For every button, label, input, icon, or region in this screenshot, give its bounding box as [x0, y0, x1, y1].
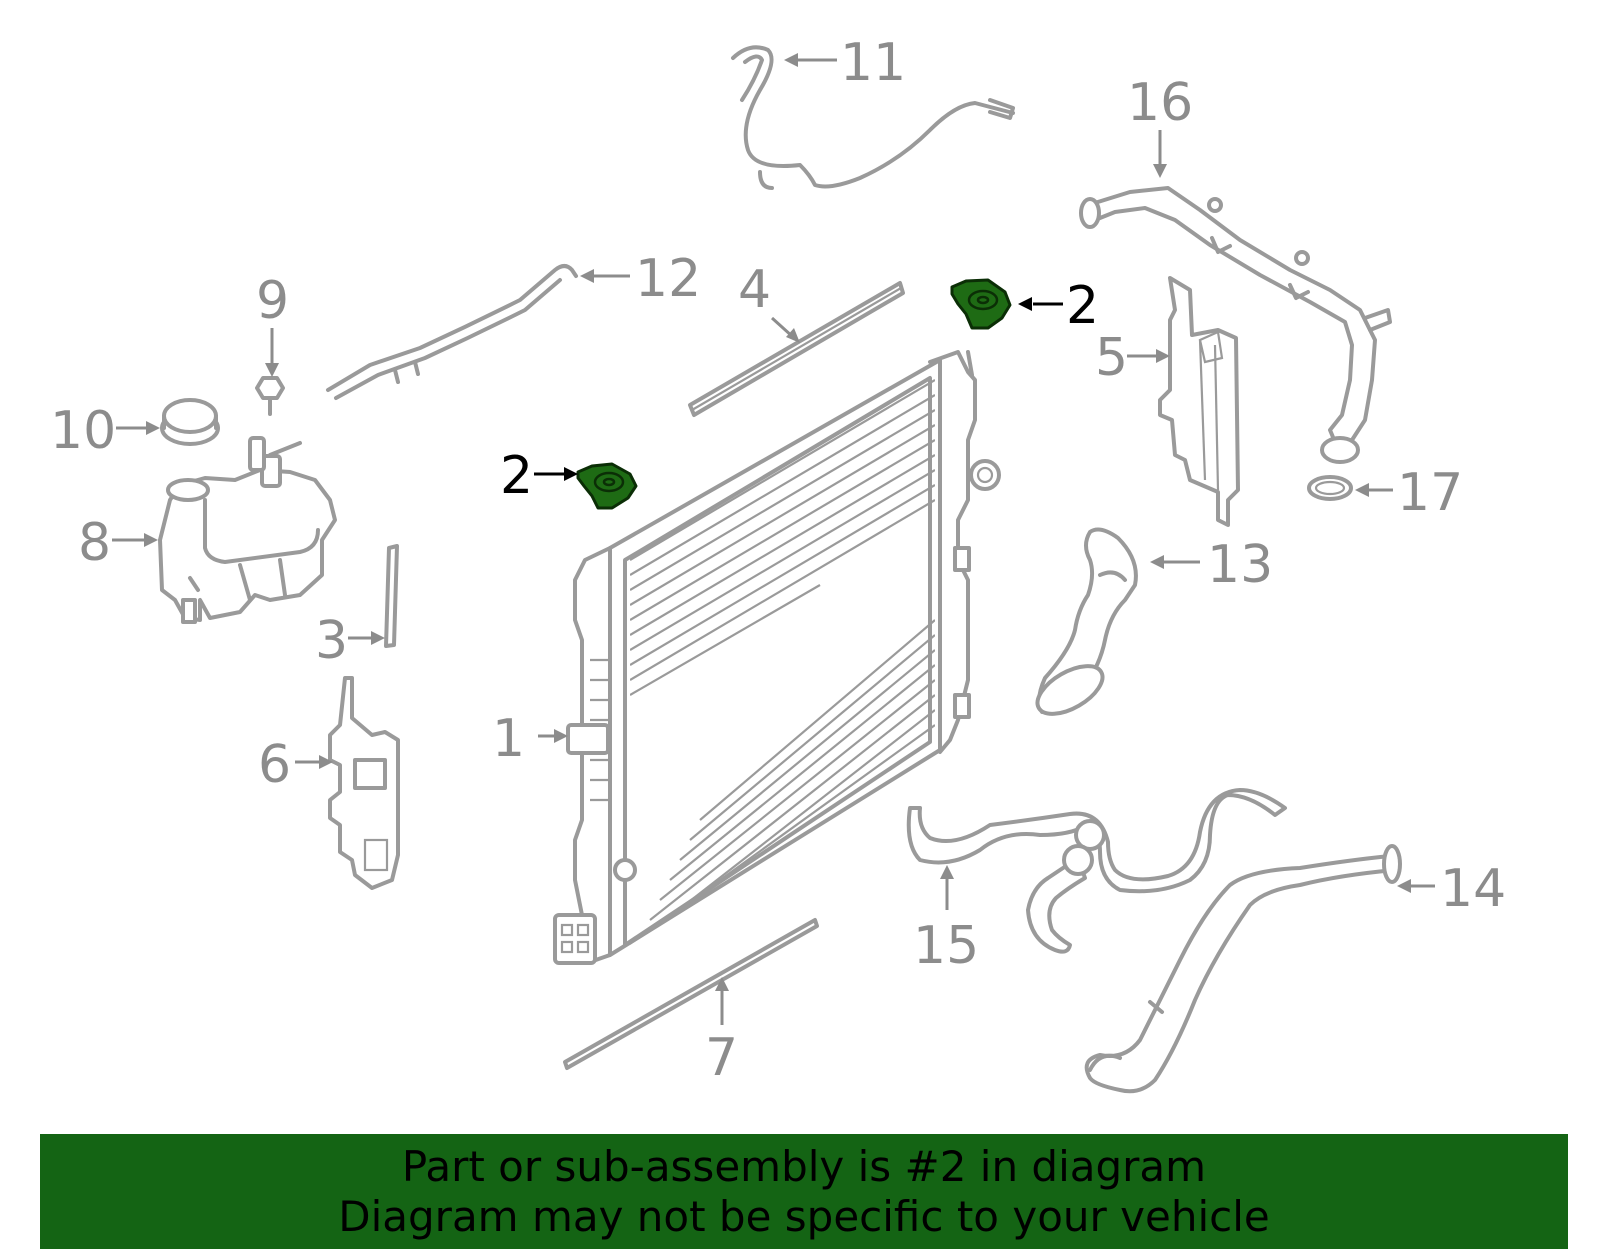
- callout-4[interactable]: 4: [738, 260, 771, 320]
- callout-3[interactable]: 3: [315, 611, 348, 671]
- cap-part-2-lower[interactable]: [576, 462, 638, 510]
- callout-12[interactable]: 12: [635, 249, 701, 309]
- notice-line-2: Diagram may not be specific to your vehi…: [338, 1192, 1270, 1241]
- callout-15[interactable]: 15: [913, 916, 979, 976]
- callout-5[interactable]: 5: [1095, 328, 1128, 388]
- callout-11[interactable]: 11: [840, 33, 906, 93]
- notice-line-1: Part or sub-assembly is #2 in diagram: [401, 1142, 1207, 1191]
- tube-part-11: [731, 45, 1015, 190]
- callout-13[interactable]: 13: [1207, 535, 1273, 595]
- callout-6[interactable]: 6: [258, 735, 291, 795]
- seal-strip-part-3: [384, 544, 399, 648]
- radiator-part-1: [553, 350, 1001, 965]
- callout-17[interactable]: 17: [1397, 463, 1463, 523]
- air-deflector-part-6: [328, 676, 400, 890]
- reservoir-part-8: [158, 436, 337, 624]
- callout-arrows: [112, 53, 1435, 1025]
- tube-part-12: [326, 264, 578, 400]
- lower-seal-part-7: [563, 918, 819, 1070]
- callout-labels: 1 2 2 3 4 5 6 7 8 9 10 11 12 13 14 15 16…: [50, 33, 1506, 1088]
- notice-banner: Part or sub-assembly is #2 in diagram Di…: [40, 1134, 1568, 1249]
- hose-part-13: [1035, 527, 1138, 716]
- callout-10[interactable]: 10: [50, 401, 116, 461]
- callout-1[interactable]: 1: [492, 709, 525, 769]
- pipe-part-16: [1079, 186, 1392, 464]
- upper-seal-part-4: [688, 281, 905, 417]
- callout-14[interactable]: 14: [1440, 859, 1506, 919]
- hose-part-15: [906, 788, 1287, 954]
- cap-part-2-upper[interactable]: [950, 278, 1012, 330]
- callout-16[interactable]: 16: [1127, 73, 1193, 133]
- callout-2-lower[interactable]: 2: [500, 446, 533, 506]
- air-deflector-part-5: [1158, 276, 1240, 527]
- o-ring-part-17: [1307, 475, 1353, 501]
- hose-part-14: [1084, 844, 1402, 1094]
- callout-8[interactable]: 8: [78, 513, 111, 573]
- callout-9[interactable]: 9: [256, 271, 289, 331]
- callout-2-upper[interactable]: 2: [1066, 276, 1099, 336]
- callout-7[interactable]: 7: [705, 1028, 738, 1088]
- bolt-part-9: [255, 376, 285, 416]
- reservoir-cap-part-10: [160, 398, 220, 446]
